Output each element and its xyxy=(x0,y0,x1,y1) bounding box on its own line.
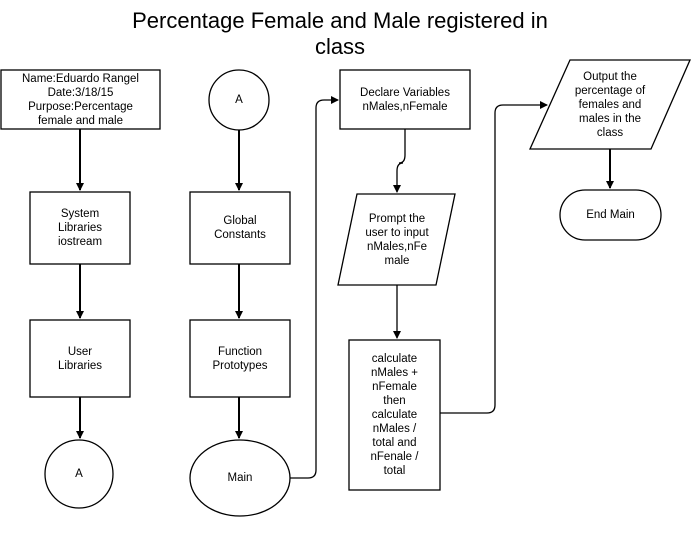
declare-variables-text: Declare Variables nMales,nFemale xyxy=(360,86,450,113)
connector-a-bottom xyxy=(44,439,114,509)
connector-a-top-text: A xyxy=(235,94,243,106)
calculate-text: calculate nMales + nFemale then calculat… xyxy=(370,353,419,477)
system-libraries-box xyxy=(29,191,131,265)
end-main-terminal xyxy=(559,189,662,241)
header-text: Name:Eduardo Rangel Date:3/18/15 Purpose… xyxy=(22,72,139,127)
main-text: Main xyxy=(227,472,253,484)
prompt-user-text: Prompt the user to input nMales,nFe male xyxy=(365,212,429,267)
output-text: Output the percentage of females and mal… xyxy=(574,70,646,139)
function-prototypes-box xyxy=(189,319,291,398)
arrow-declare-to-prompt xyxy=(393,129,406,193)
output-parallelogram xyxy=(528,59,691,150)
global-constants-text: Global Constants xyxy=(214,215,266,241)
global-constants-box xyxy=(189,191,291,265)
arrow-calculate-to-output xyxy=(440,101,548,414)
connector-a-bottom-text: A xyxy=(75,468,83,480)
user-libraries-text: User Libraries xyxy=(57,345,103,372)
calculate-box xyxy=(348,339,441,491)
arrow-main-to-declare xyxy=(290,96,339,479)
prompt-user-parallelogram xyxy=(337,193,456,286)
header-box xyxy=(0,69,161,130)
declare-variables-box xyxy=(339,69,471,130)
user-libraries-box xyxy=(29,319,131,398)
system-libraries-text: System Libraries iostream xyxy=(57,208,103,248)
diagram-title: Percentage Female and Male registered in… xyxy=(132,8,548,59)
function-prototypes-text: Function Prototypes xyxy=(212,345,268,372)
end-main-text: End Main xyxy=(586,209,635,221)
